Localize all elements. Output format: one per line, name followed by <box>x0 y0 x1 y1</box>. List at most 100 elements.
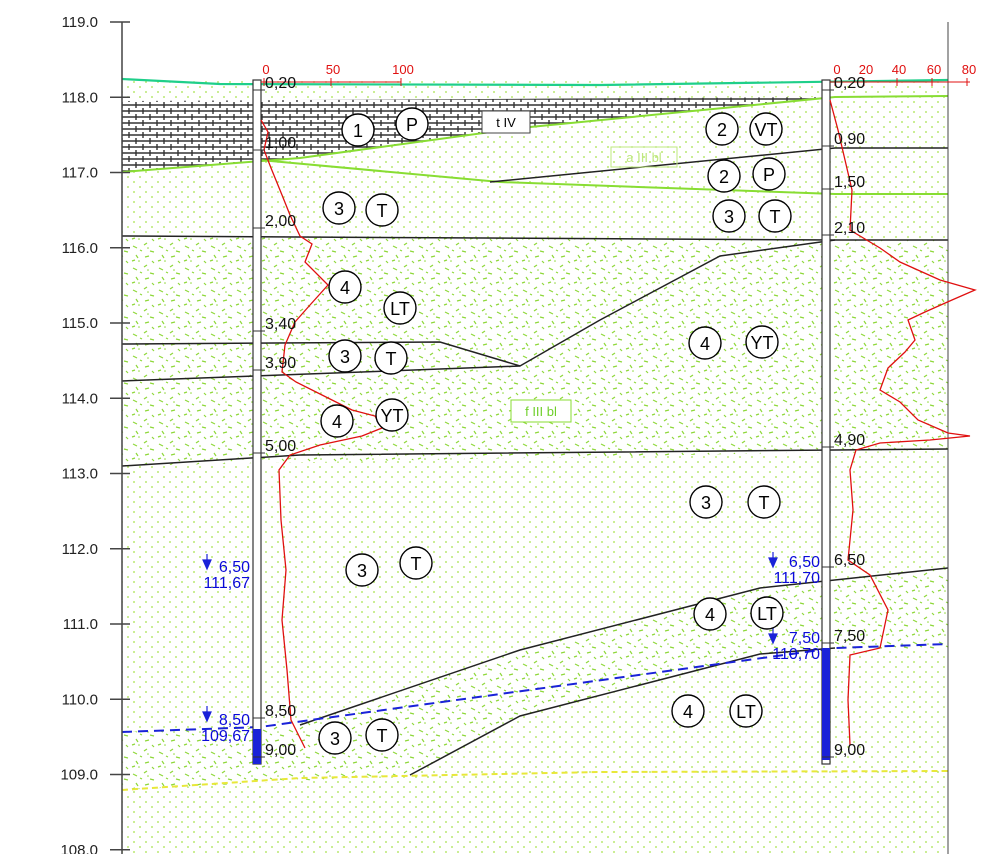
y-tick-label: 118.0 <box>62 89 98 106</box>
unit-code-circle <box>399 546 433 580</box>
resistance-scale-label: 60 <box>927 62 941 77</box>
water-filled-casing <box>822 648 830 760</box>
depth-label: 3,90 <box>265 355 296 372</box>
resistance-scale-label: 0 <box>262 62 269 77</box>
groundwater-marker-icon <box>768 628 778 645</box>
y-tick-label: 114.0 <box>62 390 98 407</box>
unit-code: YT <box>380 406 403 426</box>
resistance-scale-label: 80 <box>962 62 976 77</box>
groundwater-elevation-label: 109,67 <box>201 728 250 745</box>
groundwater-depth-label: 6,50 <box>219 559 250 576</box>
peat-top-layer <box>122 97 835 172</box>
stratigraphy-box <box>610 146 678 168</box>
groundwater-marker-icon <box>202 706 212 723</box>
unit-code-circle <box>375 398 409 432</box>
unit-code: P <box>763 165 775 185</box>
unit-code: P <box>406 115 418 135</box>
unit-number: 1 <box>353 121 363 141</box>
unit-number-circle <box>688 326 722 360</box>
unit-code-circle <box>383 291 417 325</box>
unit-number-circle <box>689 485 723 519</box>
unit-number-circle <box>712 199 746 233</box>
depth-label: 1,00 <box>265 135 296 152</box>
depth-label: 0,20 <box>834 75 865 92</box>
groundwater-elevation-label: 110,70 <box>772 646 820 663</box>
unit-number: 3 <box>330 729 340 749</box>
unit-number-circle <box>328 339 362 373</box>
y-tick-label: 112.0 <box>62 541 98 558</box>
y-tick-label: 110.0 <box>62 691 98 708</box>
resistance-scale-label: 40 <box>892 62 906 77</box>
borehole-shaft <box>821 79 831 765</box>
groundwater-marker-icon <box>202 554 212 571</box>
y-tick-label: 116.0 <box>62 240 98 257</box>
unit-code-circle <box>750 596 784 630</box>
stratigraphy-label: t IV <box>496 115 516 130</box>
unit-label-14: 4 LT <box>671 694 763 728</box>
depth-label: 8,50 <box>265 703 296 720</box>
unit-label-6: 4LT <box>328 270 417 325</box>
boundary-line <box>121 365 521 382</box>
unit-number-circle <box>320 404 354 438</box>
depth-label: 9,00 <box>834 742 865 759</box>
unit-number-circle <box>322 191 356 225</box>
y-tick-label: 109.0 <box>60 767 98 784</box>
groundwater-elevation-label: 111,67 <box>203 575 250 592</box>
ground-surface-line <box>121 77 949 87</box>
boundary-line <box>489 147 948 183</box>
unit-code-circle <box>729 694 763 728</box>
unit-number: 3 <box>357 561 367 581</box>
unit-number: 3 <box>724 207 734 227</box>
boundary-line <box>409 647 836 776</box>
unit-code-circle <box>749 112 783 146</box>
unit-number-circle <box>671 694 705 728</box>
borehole-shaft <box>252 79 262 765</box>
unit-code: LT <box>736 702 756 722</box>
unit-number-circle <box>341 113 375 147</box>
groundwater-depth-label: 6,50 <box>789 554 820 571</box>
depth-label: 2,00 <box>265 213 296 230</box>
unit-code: YT <box>750 333 773 353</box>
unit-number-circle <box>328 270 362 304</box>
unit-number-circle <box>693 597 727 631</box>
resistance-scale-label: 50 <box>326 62 340 77</box>
unit-code-circle <box>365 718 399 752</box>
unit-number: 3 <box>701 493 711 513</box>
unit-number: 2 <box>719 167 729 187</box>
unit-number-circle <box>707 159 741 193</box>
depth-label: 3,40 <box>265 316 296 333</box>
resistance-scale-label: 0 <box>833 62 840 77</box>
unit-code-circle <box>374 341 408 375</box>
boundary-lines <box>121 77 949 791</box>
boundary-line <box>299 567 949 726</box>
depth-label: 5,00 <box>265 438 296 455</box>
depth-label: 0,90 <box>834 131 865 148</box>
water-filled-casing <box>253 729 261 764</box>
elevation-axis: 119.0118.0117.0116.0115.0114.0113.0112.0… <box>60 14 949 854</box>
resistance-scale-label: 20 <box>859 62 873 77</box>
unit-number: 4 <box>332 412 342 432</box>
depth-label: 4,90 <box>834 432 865 449</box>
y-tick-label: 111.0 <box>63 616 98 633</box>
y-tick-label: 117.0 <box>62 165 98 182</box>
unit-number: 4 <box>705 605 715 625</box>
unit-code: VT <box>754 120 777 140</box>
unit-code-circle <box>758 199 792 233</box>
unit-number-circle <box>318 721 352 755</box>
y-tick-label: 113.0 <box>62 466 98 483</box>
unit-number: 4 <box>683 702 693 722</box>
groundwater-elevation-label: 111,70 <box>773 570 820 587</box>
unit-label-9: 4 YT <box>320 398 409 438</box>
unit-code: T <box>386 349 397 369</box>
